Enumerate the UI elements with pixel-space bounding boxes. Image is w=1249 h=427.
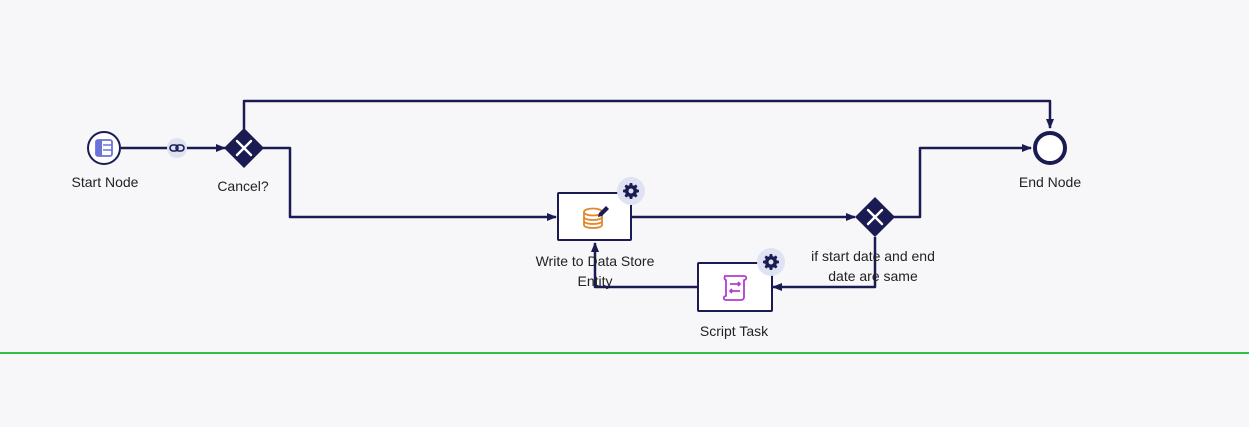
edge-date-gateway-to-end[interactable] <box>893 144 1032 219</box>
script-task-settings[interactable] <box>757 248 785 276</box>
link-badge[interactable] <box>167 138 187 158</box>
script-icon <box>722 275 748 301</box>
database-edit-icon <box>583 206 609 229</box>
cancel-gateway[interactable] <box>224 128 264 168</box>
script-task-label: Script Task <box>699 323 769 339</box>
start-node-label: Start Node <box>71 174 139 190</box>
cancel-gateway-label: Cancel? <box>217 178 269 194</box>
edge-cancel-to-write[interactable] <box>263 146 557 221</box>
gear-icon <box>623 183 639 199</box>
date-gateway[interactable] <box>855 197 895 237</box>
write-data-store-task[interactable] <box>557 192 632 241</box>
gear-icon <box>763 254 779 270</box>
end-node[interactable] <box>1033 131 1067 165</box>
close-icon <box>866 208 884 226</box>
date-gateway-label: if start date and end date are same <box>811 248 935 284</box>
edge-script-to-write[interactable] <box>591 242 697 289</box>
edge-date-gateway-to-script[interactable] <box>772 237 877 291</box>
write-task-settings[interactable] <box>617 177 645 205</box>
write-task-label: Write to Data Store Entity <box>535 253 655 289</box>
table-icon <box>95 139 113 157</box>
end-node-label: End Node <box>1018 174 1082 190</box>
link-icon <box>169 144 185 152</box>
start-node[interactable] <box>87 131 121 165</box>
close-icon <box>235 139 253 157</box>
edge-cancel-to-end[interactable] <box>242 99 1054 129</box>
